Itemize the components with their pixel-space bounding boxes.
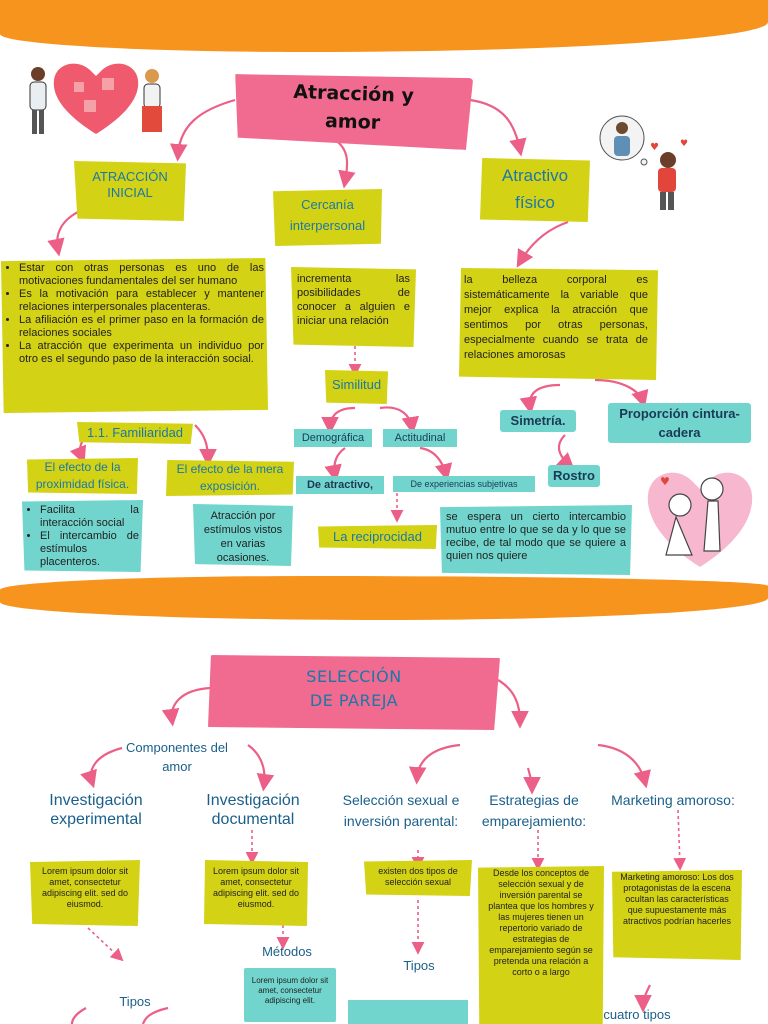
- tipos-label-2: Tipos: [119, 994, 151, 1009]
- bullet-item: Estar con otras personas es uno de las m…: [19, 262, 264, 288]
- svg-text:♥: ♥: [680, 139, 688, 149]
- bullet-item: Es la motivación para establecer y mante…: [19, 288, 264, 314]
- seleccion-title-box: SELECCIÓN DE PAREJA: [208, 655, 500, 730]
- demografica-box: Demográfica: [294, 429, 372, 447]
- main-title-box: Atracción y amor: [233, 70, 473, 150]
- bullet-item: La afiliación es el primer paso en la fo…: [19, 314, 264, 340]
- tipos-label-1: Tipos: [403, 958, 435, 973]
- lorem-box-1: Lorem ipsum dolor sit amet, consectetur …: [30, 860, 140, 926]
- estrategias-label: Estrategias de emparejamiento:: [481, 792, 587, 829]
- lorem-text-1: Lorem ipsum dolor sit amet, consectetur …: [41, 866, 129, 909]
- atraccion-bullet-list: Estar con otras personas es uno de las m…: [1, 262, 264, 366]
- inv-experimental-label: Investigación experimental: [49, 792, 143, 828]
- lorem-text-3: Lorem ipsum dolor sit amet, consectetur …: [251, 976, 329, 1005]
- efecto-proximidad-label: El efecto de la proximidad física.: [35, 460, 130, 491]
- cercania-box: Cercanía interpersonal: [273, 189, 382, 246]
- cuatro-tipos-label: cuatro tipos: [603, 1007, 671, 1022]
- belleza-text: la belleza corporal es sistemáticamente …: [464, 274, 648, 361]
- actitudinal-label: Actitudinal: [394, 432, 446, 444]
- marketing-text: Marketing amoroso: Los dos protagonistas…: [620, 872, 734, 926]
- de-atractivo-box: De atractivo,: [296, 476, 384, 494]
- svg-text:♥: ♥: [650, 142, 659, 153]
- atractivo-fisico-label: Atractivo físico: [501, 166, 569, 212]
- lorem-box-3: Lorem ipsum dolor sit amet, consectetur …: [244, 968, 336, 1022]
- exposicion-text-box: Atracción por estímulos vistos en varias…: [193, 504, 293, 566]
- de-experiencias-label: De experiencias subjetivas: [410, 479, 518, 489]
- atraccion-inicial-box: ATRACCIÓN INICIAL: [74, 161, 186, 221]
- de-atractivo-label: De atractivo,: [306, 479, 374, 491]
- demografica-label: Demográfica: [301, 432, 365, 444]
- actitudinal-box: Actitudinal: [383, 429, 457, 447]
- lorem-text-2: Lorem ipsum dolor sit amet, consectetur …: [212, 866, 300, 909]
- bullet-item: La atracción que experimenta un individu…: [19, 340, 264, 366]
- marketing-text-box: Marketing amoroso: Los dos protagonistas…: [612, 870, 742, 960]
- familiaridad-label: 1.1. Familiaridad: [86, 425, 184, 440]
- reciprocidad-label: La reciprocidad: [333, 529, 422, 544]
- tipos-seleccion-box: existen dos tipos de selección sexual: [364, 860, 472, 896]
- simetria-label: Simetría.: [510, 413, 566, 428]
- atractivo-fisico-box: Atractivo físico: [480, 158, 590, 222]
- cercania-text-box: incrementa las posibilidades de conocer …: [291, 267, 416, 347]
- seleccion-title: SELECCIÓN DE PAREJA: [306, 667, 402, 710]
- main-title: Atracción y amor: [292, 80, 415, 134]
- proporcion-label: Proporción cintura-cadera: [619, 406, 740, 440]
- marketing-label: Marketing amoroso:: [611, 792, 735, 808]
- top-orange-band: [0, 0, 768, 52]
- efecto-exposicion-box: El efecto de la mera exposición.: [166, 460, 294, 496]
- bullet-item: Facilita la interacción social: [40, 504, 139, 530]
- inv-documental-label: Investigación documental: [206, 792, 300, 828]
- puzzle-heart-couple-illustration: [24, 56, 169, 138]
- reciprocidad-text: se espera un cierto intercambio mutuo en…: [446, 511, 626, 562]
- componentes-label: Componentes del amor: [126, 740, 228, 774]
- atraccion-inicial-label: ATRACCIÓN INICIAL: [92, 169, 168, 200]
- tipos-seleccion-text: existen dos tipos de selección sexual: [378, 866, 458, 887]
- efecto-proximidad-box: El efecto de la proximidad física.: [27, 458, 138, 494]
- teal-strip-box: [348, 1000, 468, 1024]
- proximidad-bullet-list: Facilita la interacción social El interc…: [22, 504, 139, 569]
- belleza-text-box: la belleza corporal es sistemáticamente …: [459, 268, 658, 380]
- estrategias-text-box: Desde los conceptos de selección sexual …: [478, 866, 604, 1024]
- efecto-exposicion-label: El efecto de la mera exposición.: [176, 462, 284, 493]
- reciprocidad-box: La reciprocidad: [318, 525, 437, 549]
- metodos-label: Métodos: [262, 944, 312, 959]
- rostro-label: Rostro: [553, 468, 595, 483]
- couple-thinking-illustration: ♥ ♥: [598, 112, 694, 212]
- simetria-box: Simetría.: [500, 410, 576, 432]
- cercania-label: Cercanía interpersonal: [289, 197, 366, 233]
- estrategias-text: Desde los conceptos de selección sexual …: [488, 868, 594, 977]
- reciprocidad-text-box: se espera un cierto intercambio mutuo en…: [440, 505, 632, 575]
- bullet-item: El intercambio de estímulos placenteros.: [40, 530, 139, 569]
- exposicion-text: Atracción por estímulos vistos en varias…: [203, 510, 283, 564]
- couple-heart-illustration: ♥: [640, 455, 760, 575]
- de-experiencias-box: De experiencias subjetivas: [393, 476, 535, 492]
- svg-text:♥: ♥: [660, 475, 670, 488]
- seleccion-sexual-label: Selección sexual e inversión parental:: [342, 792, 460, 829]
- cercania-text: incrementa las posibilidades de conocer …: [297, 273, 410, 327]
- similitud-label: Similitud: [331, 377, 382, 392]
- atraccion-bullets-box: Estar con otras personas es uno de las m…: [1, 258, 268, 413]
- familiaridad-box: 1.1. Familiaridad: [77, 422, 193, 444]
- middle-orange-band: [0, 576, 768, 620]
- proximidad-bullets-box: Facilita la interacción social El interc…: [22, 500, 143, 572]
- similitud-box: Similitud: [325, 370, 388, 404]
- rostro-box: Rostro: [548, 465, 600, 487]
- proporcion-box: Proporción cintura-cadera: [608, 403, 751, 443]
- lorem-box-2: Lorem ipsum dolor sit amet, consectetur …: [204, 860, 308, 926]
